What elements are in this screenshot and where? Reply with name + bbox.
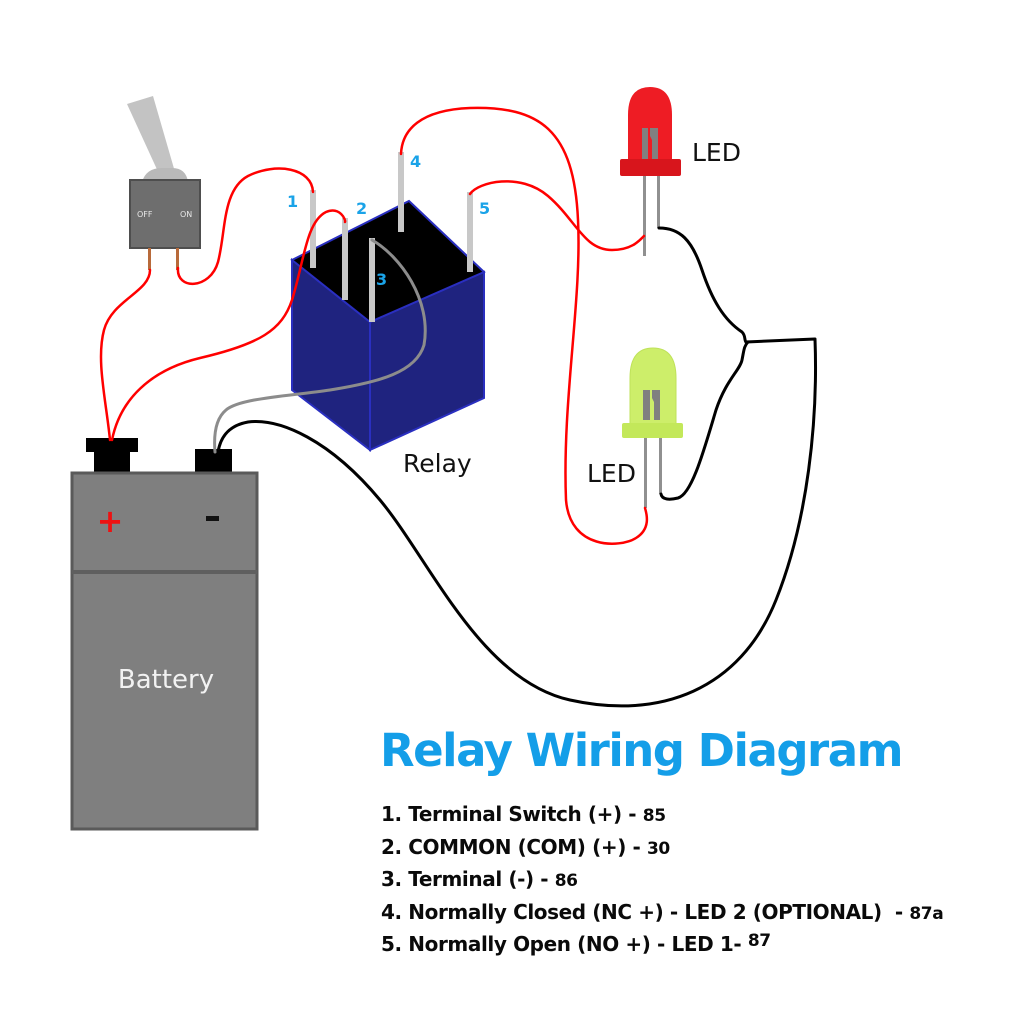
wire-switch-to-relay-pin1	[176, 167, 315, 285]
relay-label: Relay	[403, 449, 472, 478]
led-green-dome	[629, 347, 677, 426]
wire-battery-positive-to-switch	[99, 268, 152, 442]
wire-battery-positive-to-relay-pin2	[110, 209, 347, 442]
switch-body	[129, 179, 201, 249]
battery-minus-sign	[206, 516, 219, 521]
led-red-flange	[620, 159, 681, 176]
battery: + Battery	[70, 438, 259, 831]
legend-item: 1. Terminal Switch (+) - 85	[381, 798, 943, 831]
relay-pin-4	[398, 152, 404, 232]
battery-positive-terminal-post	[94, 450, 130, 474]
led-red-dome	[628, 87, 672, 161]
led-green-label: LED	[587, 459, 636, 488]
legend-item-code: 87	[747, 931, 771, 951]
battery-plus-sign: +	[97, 502, 124, 540]
legend-item: 2. COMMON (COM) (+) - 30	[381, 831, 943, 864]
led-red-label: LED	[692, 138, 741, 167]
legend-item-text: 5. Normally Open (NO +) - LED 1-	[381, 932, 748, 956]
legend-item-code: 87a	[909, 903, 944, 924]
wire-relay-pin4-to-led-green	[399, 106, 649, 545]
switch-on-label: ON	[180, 210, 192, 219]
relay-pin-label-3: 3	[376, 270, 387, 289]
switch-off-label: OFF	[137, 210, 153, 219]
battery-body	[70, 471, 259, 831]
relay-pin-5	[467, 192, 473, 272]
battery-negative-terminal	[195, 449, 232, 474]
legend-item-text: 4. Normally Closed (NC +) - LED 2 (OPTIO…	[381, 899, 910, 924]
legend-item: 5. Normally Open (NO +) - LED 1- 87	[381, 928, 943, 961]
legend-item-text: 1. Terminal Switch (+) -	[381, 802, 643, 826]
led-green: LED	[587, 347, 683, 508]
led-red-lead-anode	[643, 176, 646, 256]
legend-item-code: 30	[646, 838, 670, 859]
legend-item-text: 2. COMMON (COM) (+) -	[381, 834, 647, 859]
led-green-lead-anode	[644, 438, 647, 508]
led-red-die	[642, 128, 658, 159]
legend-item-text: 3. Terminal (-) -	[381, 867, 555, 891]
switch-lever	[127, 96, 175, 176]
legend-item-code: 86	[554, 871, 578, 891]
pin-legend: 1. Terminal Switch (+) - 85 2. COMMON (C…	[381, 798, 944, 961]
legend-item: 4. Normally Closed (NC +) - LED 2 (OPTIO…	[381, 896, 944, 929]
relay-pin-label-5: 5	[479, 199, 490, 218]
led-green-flange	[622, 423, 683, 438]
wire-junction-to-battery-negative	[216, 337, 818, 708]
switch-lead-left	[148, 248, 151, 270]
relay-pin-3	[369, 238, 375, 322]
relay-pin-2	[342, 218, 348, 300]
relay: 1 2 3 4 5 Relay	[287, 152, 490, 478]
led-green-lead-cathode	[659, 438, 662, 494]
relay-pin-label-4: 4	[410, 152, 421, 171]
switch-lead-right	[176, 248, 179, 270]
diagram-title: Relay Wiring Diagram	[380, 724, 903, 777]
wire-relay-pin3-to-battery-negative	[213, 238, 427, 454]
switch-lever-base	[142, 168, 188, 182]
legend-item-code: 85	[642, 806, 666, 826]
relay-top-face	[290, 199, 486, 324]
relay-pin-label-2: 2	[356, 199, 367, 218]
relay-pin-label-1: 1	[287, 192, 298, 211]
legend-item: 3. Terminal (-) - 86	[381, 863, 943, 896]
battery-label: Battery	[118, 665, 214, 695]
wire-led-red-cathode-to-junction	[657, 226, 748, 344]
led-red-lead-cathode	[657, 176, 660, 228]
battery-positive-terminal-cap	[86, 438, 138, 452]
led-red: LED	[620, 87, 741, 256]
toggle-switch: OFF ON	[127, 96, 201, 270]
led-green-die	[643, 390, 660, 420]
wire-led-green-cathode-to-junction	[659, 340, 750, 501]
wire-relay-pin5-to-led-red	[468, 180, 646, 252]
